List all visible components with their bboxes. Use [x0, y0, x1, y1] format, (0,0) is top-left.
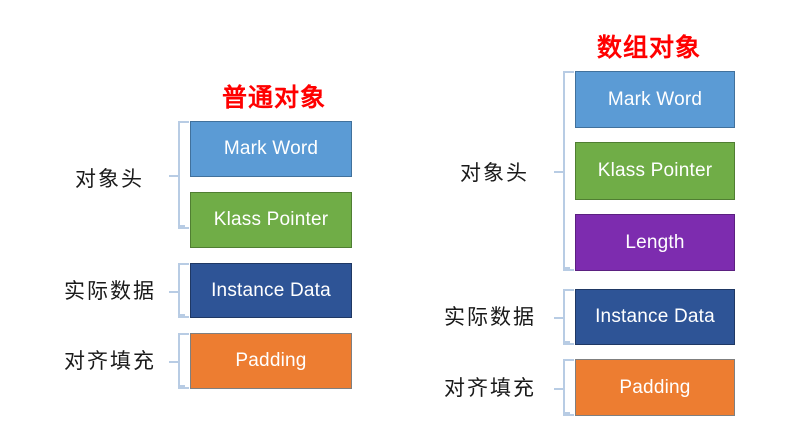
plain-object-box-padding: Padding [190, 333, 352, 389]
plain-object-bracket-object-header [169, 121, 189, 229]
plain-object-label-padding: 对齐填充 [64, 349, 156, 373]
plain-object-label-object-header: 对象头 [75, 167, 144, 191]
bracket-cap-top [178, 333, 185, 335]
array-object-bracket-instance-data [554, 289, 574, 345]
array-object-label-object-header: 对象头 [460, 161, 529, 185]
array-object-box-klass-pointer: Klass Pointer [575, 142, 735, 200]
array-object-bracket-object-header [554, 71, 574, 271]
array-object-label-instance-data: 实际数据 [444, 305, 536, 329]
bracket-cap-top [178, 263, 185, 265]
array-object-box-padding: Padding [575, 359, 735, 416]
bracket-cap-bottom [178, 225, 185, 227]
bracket-cap-bottom [563, 267, 570, 269]
array-object-box-mark-word: Mark Word [575, 71, 735, 128]
bracket-cap-top [563, 289, 570, 291]
plain-object-box-instance-data: Instance Data [190, 263, 352, 318]
plain-object-box-klass-pointer: Klass Pointer [190, 192, 352, 248]
bracket-cap-top [563, 359, 570, 361]
array-object-bracket-padding [554, 359, 574, 416]
bracket-cap-top [178, 121, 185, 123]
array-object-box-instance-data: Instance Data [575, 289, 735, 345]
bracket-cap-bottom [563, 341, 570, 343]
bracket-cap-bottom [178, 385, 185, 387]
plain-object-box-mark-word: Mark Word [190, 121, 352, 177]
array-object-title: 数组对象 [597, 35, 702, 62]
array-object-box-length: Length [575, 214, 735, 271]
plain-object-bracket-padding [169, 333, 189, 389]
bracket-cap-top [563, 71, 570, 73]
bracket-cap-bottom [178, 314, 185, 316]
bracket-cap-bottom [563, 412, 570, 414]
plain-object-title: 普通对象 [222, 85, 327, 112]
array-object-label-padding: 对齐填充 [444, 376, 536, 400]
plain-object-label-instance-data: 实际数据 [64, 279, 156, 303]
plain-object-bracket-instance-data [169, 263, 189, 318]
